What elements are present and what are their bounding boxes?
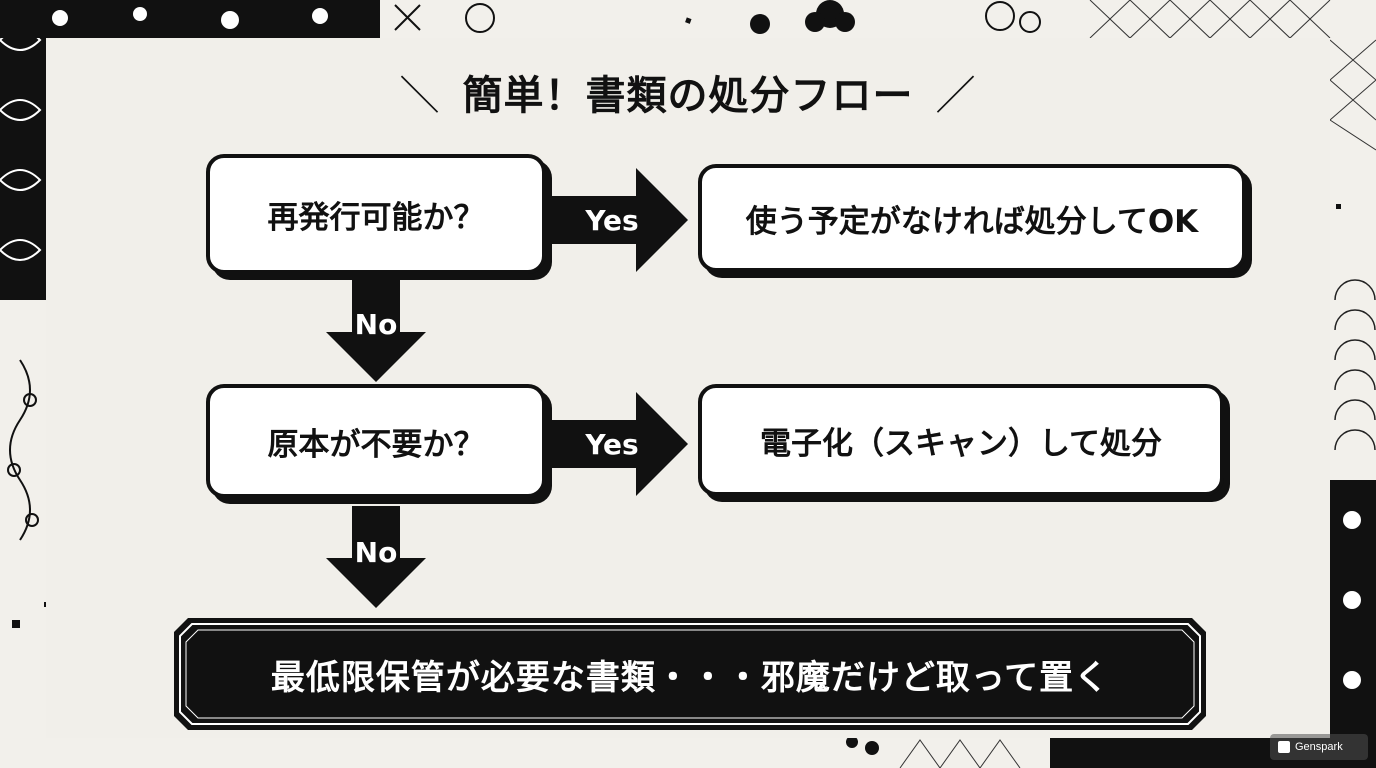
title-slash-left: ＼ (399, 73, 441, 119)
title-slash-right: ／ (935, 73, 977, 119)
banner-frame (174, 618, 1206, 730)
no-label-1: No (354, 307, 398, 341)
flow-title: ＼ 簡単！書類の処分フロー ／ (380, 64, 996, 120)
title-text: 簡単！書類の処分フロー (462, 73, 914, 119)
result-text: 電子化（スキャン）して処分 (759, 425, 1163, 462)
yes-arrow-1 (548, 168, 688, 272)
watermark-text: Genspark (1295, 741, 1343, 753)
yes-arrow-2 (548, 392, 688, 496)
result-node-dispose-ok: 使う予定がなければ処分してOK (698, 164, 1246, 272)
no-label-2: No (354, 535, 398, 569)
question-text: 原本が不要か？ (267, 426, 485, 463)
plum-flower-icon (750, 0, 855, 34)
result-text: 使う予定がなければ処分してOK (745, 203, 1199, 240)
no-arrow-2 (326, 506, 426, 608)
question-node-original-unneeded: 原本が不要か？ (206, 384, 546, 498)
final-result-banner: 最低限保管が必要な書類・・・邪魔だけど取って置く (174, 618, 1206, 730)
yes-label-2: Yes (585, 427, 639, 461)
question-node-reissuable: 再発行可能か？ (206, 154, 546, 274)
result-node-scan-dispose: 電子化（スキャン）して処分 (698, 384, 1224, 496)
yes-label-1: Yes (585, 203, 639, 237)
question-text: 再発行可能か？ (267, 199, 485, 236)
wave-pattern (1334, 279, 1376, 451)
final-text: 最低限保管が必要な書類・・・邪魔だけど取って置く (270, 657, 1110, 698)
genspark-watermark: Genspark (1270, 734, 1368, 760)
no-arrow-1 (326, 280, 426, 382)
genspark-logo-icon (1278, 741, 1290, 753)
